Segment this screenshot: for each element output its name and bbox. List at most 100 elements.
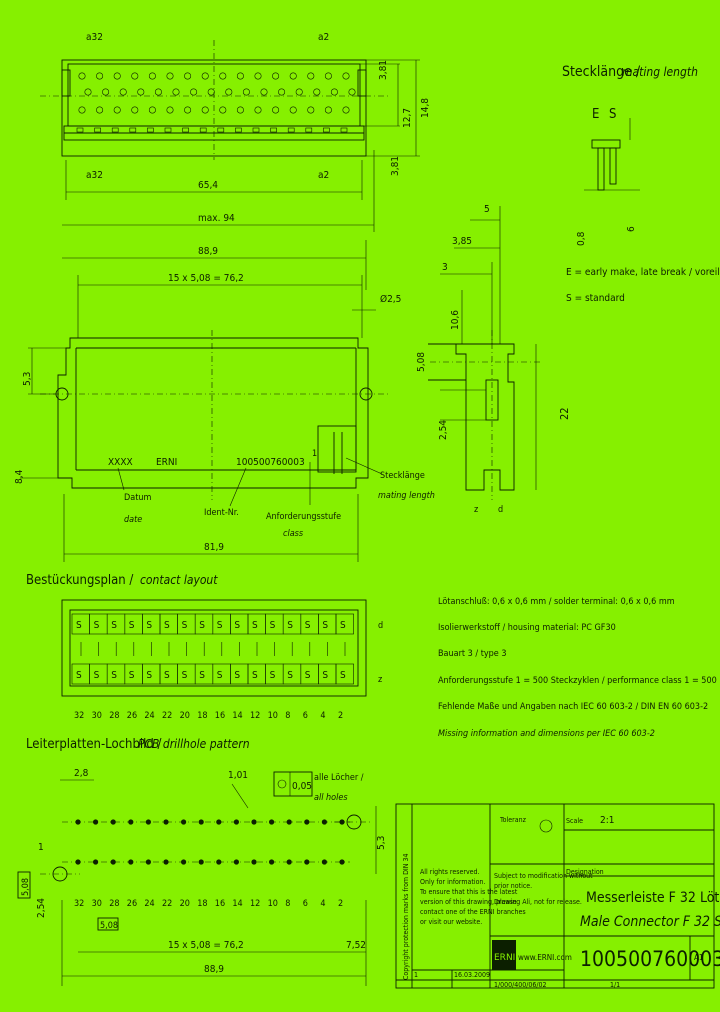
pcb-hole-row-d <box>269 819 275 825</box>
pcb-hole-row-z <box>216 859 222 865</box>
pcb-number: 6 <box>303 899 308 909</box>
subject-3: Drawing Ali, not for release. <box>494 898 582 906</box>
top-pin-row-b <box>348 88 356 96</box>
top-pin-row-c <box>236 106 244 114</box>
top-pin-row-a <box>254 72 262 80</box>
mating-dim-6: 6 <box>626 226 637 232</box>
top-pin-terminal <box>129 127 137 133</box>
pcb-dim-5-08: 5,08 <box>21 878 31 896</box>
top-pin-terminal <box>323 127 330 133</box>
top-pin-row-b <box>260 88 268 96</box>
pcb-hole-row-d <box>163 819 169 825</box>
top-pin-row-b <box>278 88 286 96</box>
top-pin-terminal <box>235 127 242 133</box>
marking-date: XXXX <box>108 457 133 468</box>
dim-2-5: Ø2,5 <box>380 293 401 305</box>
layout-cell-label: S <box>164 670 170 681</box>
spec-line-4: Anforderungsstufe 1 = 500 Steckzyklen / … <box>438 676 720 686</box>
pcb-number: 14 <box>232 899 242 909</box>
side-dim-10-6: 10,6 <box>450 310 461 330</box>
pcb-number: 4 <box>320 899 325 909</box>
pcb-hole-row-z <box>339 859 345 865</box>
top-label-2: a2 <box>318 32 329 43</box>
side-dim-5: 5 <box>484 204 490 215</box>
marking-ident: 100500760003 <box>236 457 305 468</box>
pcb-number: 18 <box>197 899 207 909</box>
top-pin-terminal <box>164 127 172 133</box>
top-pin-row-a <box>148 72 156 80</box>
top-pin-row-c <box>201 106 209 114</box>
label-anforderungsstufe: Anforderungsstufe <box>266 512 341 522</box>
layout-cell-label: S <box>322 620 328 631</box>
label-stecklaenge: Stecklänge <box>380 471 425 481</box>
pcb-hole-row-z <box>286 859 292 865</box>
pcb-number: 2 <box>338 899 343 909</box>
doc-number: 1/000/400/06/02 <box>494 981 547 989</box>
pcb-title-de: Leiterplatten-Lochbild / <box>26 737 162 752</box>
revision: 1 <box>414 971 418 979</box>
layout-number: 30 <box>92 711 102 721</box>
top-pin-row-c <box>289 106 297 114</box>
pcb-dim-88-9: 88,9 <box>204 964 224 975</box>
pcb-number: 10 <box>268 899 278 909</box>
layout-cell-label: S <box>270 620 276 631</box>
top-pin-row-c <box>219 106 227 114</box>
scale-value: 2:1 <box>600 815 614 826</box>
layout-number: 12 <box>250 711 260 721</box>
top-pin-row-a <box>342 72 350 80</box>
top-pin-terminal <box>287 127 295 133</box>
side-dim-3-85: 3,85 <box>452 236 472 247</box>
layout-number: 24 <box>144 711 154 721</box>
layout-row-z: z <box>378 675 382 685</box>
label-date: date <box>124 515 142 525</box>
layout-cell-label: S <box>340 670 346 681</box>
pcb-number: 22 <box>162 899 172 909</box>
dim-81-9: 81,9 <box>204 542 224 553</box>
dim-12-7: 12,7 <box>402 108 413 128</box>
pcb-hole-row-d <box>75 819 81 825</box>
top-label-32: a32 <box>86 32 103 43</box>
pcb-dim-5-08-small: 5,08 <box>100 921 118 931</box>
layout-number: 6 <box>303 711 308 721</box>
pcb-number: 26 <box>127 899 137 909</box>
pcb-number: 32 <box>74 899 84 909</box>
top-pin-row-a <box>236 72 244 80</box>
layout-number: 20 <box>180 711 190 721</box>
part-number: 100500760003 <box>580 947 720 971</box>
top-pin-row-c <box>324 106 332 114</box>
designation-de: Messerleiste F 32 Löt <box>586 890 719 906</box>
layout-cell-label: S <box>217 620 223 631</box>
label-class-digit: 1 <box>312 449 317 459</box>
dim-max-94: max. 94 <box>198 213 235 224</box>
top-pin-terminal <box>147 127 154 133</box>
layout-cell-label: S <box>76 620 82 631</box>
layout-inner <box>69 609 359 687</box>
layout-cell-label: S <box>94 670 100 681</box>
layout-number: 32 <box>74 711 84 721</box>
erni-website: www.ERNI.com <box>518 953 572 962</box>
top-pin-row-c <box>272 106 280 114</box>
layout-number: 2 <box>338 711 343 721</box>
layout-number: 14 <box>232 711 242 721</box>
top-pin-row-c <box>342 106 350 114</box>
pcb-title-en: PCB drillhole pattern <box>138 737 250 751</box>
pcb-hole-row-z <box>304 859 310 865</box>
pcb-hole-row-z <box>128 859 134 865</box>
rights-3: To ensure that this is the latest <box>419 888 518 896</box>
pcb-hole-row-d <box>304 819 310 825</box>
designation-label: Designation <box>566 868 604 876</box>
layout-number: 4 <box>320 711 325 721</box>
pcb-hole-row-z <box>321 859 327 865</box>
pcb-number: 28 <box>109 899 119 909</box>
pcb-dim-7-52: 7,52 <box>346 940 366 951</box>
layout-cell-label: S <box>111 670 117 681</box>
layout-cell-label: S <box>111 620 117 631</box>
dim-8-4: 8,4 <box>14 469 25 484</box>
pcb-hole-row-d <box>233 819 239 825</box>
sheet-size: A1 <box>694 953 704 962</box>
label-class: class <box>283 529 304 539</box>
side-view-outline <box>455 343 515 491</box>
